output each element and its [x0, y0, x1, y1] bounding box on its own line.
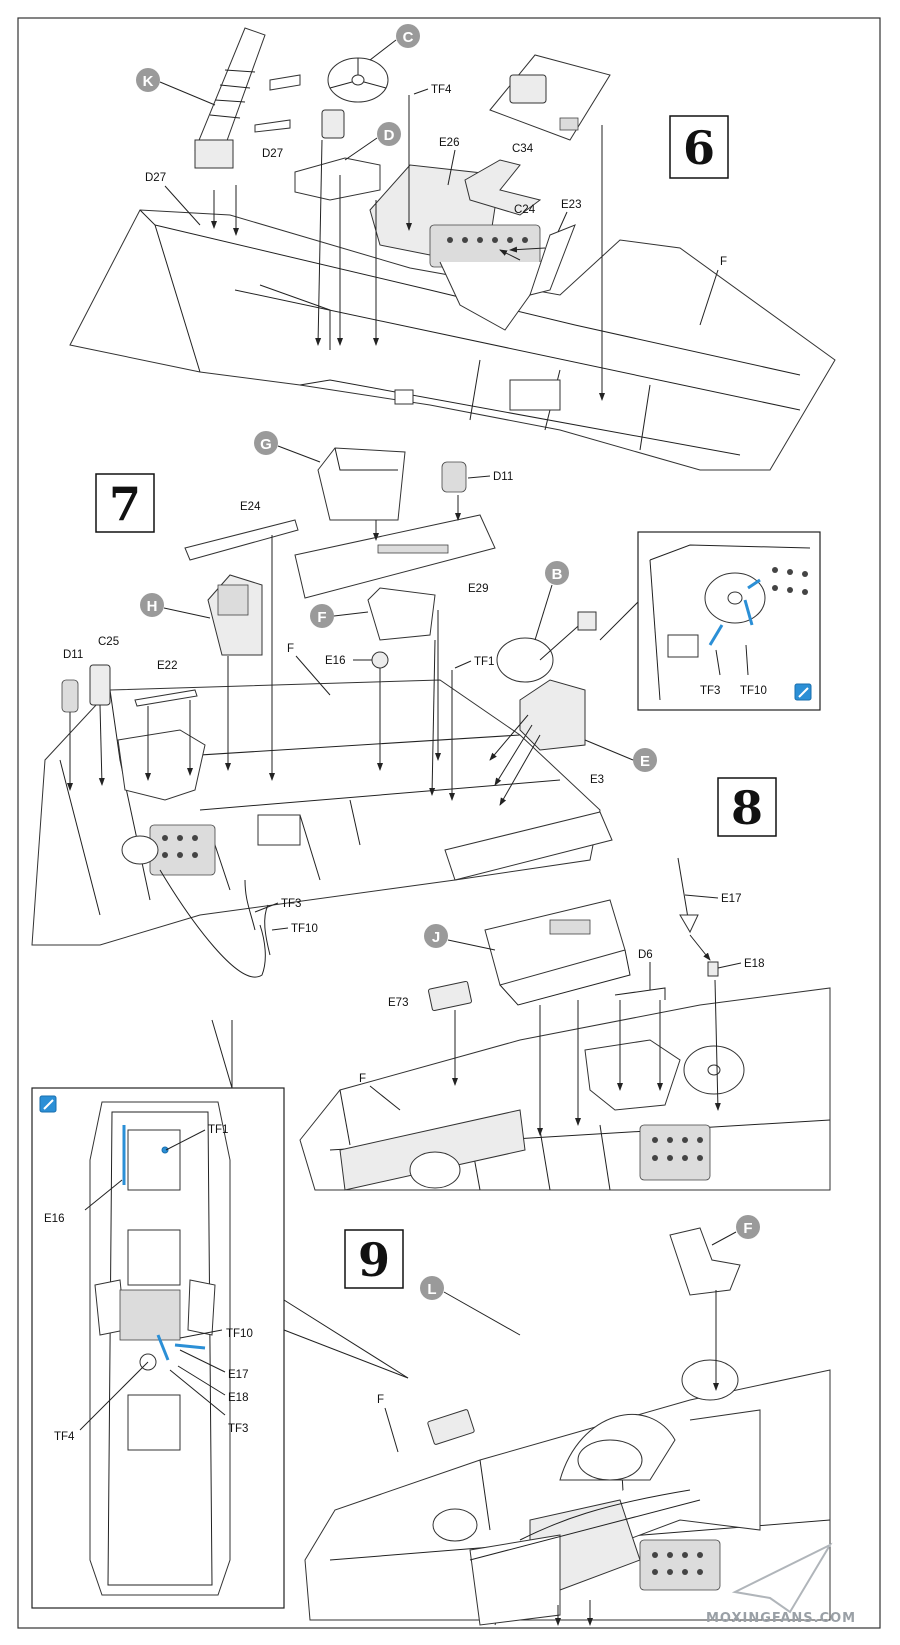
part-label: E18 [744, 958, 764, 970]
callout-circle-F [310, 604, 334, 628]
callout-circle-E [633, 748, 657, 772]
callout-circle-G [254, 431, 278, 455]
callout-letter: L [427, 1281, 436, 1298]
callout-circle-H [140, 593, 164, 617]
callout-circle-F [736, 1215, 760, 1239]
part-label: D6 [638, 949, 653, 961]
part-label: TF4 [54, 1431, 75, 1443]
part-label: E16 [325, 655, 345, 667]
step-number-6: 6 [683, 121, 715, 175]
part-label: F [720, 256, 727, 268]
part-label: E17 [721, 893, 741, 905]
callout-letter: J [432, 929, 440, 946]
callout-letter: C [403, 29, 414, 46]
step-8-labels: 8 J E17 E18 D6 E73 F [359, 777, 777, 1111]
part-label: D27 [145, 172, 166, 184]
step-number-9: 9 [358, 1233, 390, 1287]
part-label: TF3 [228, 1423, 248, 1435]
step-8-box [717, 777, 777, 837]
callout-letter: F [743, 1220, 752, 1237]
part-label: TF3 [281, 898, 301, 910]
step-7-diagram [31, 447, 641, 978]
watermark-logo-icon [731, 1542, 833, 1614]
callout-circle-K [136, 68, 160, 92]
part-label: F [287, 643, 294, 655]
part-label: TF1 [208, 1124, 228, 1136]
step-number-7: 7 [109, 477, 141, 531]
part-label: E17 [228, 1369, 248, 1381]
step-9-box [344, 1229, 404, 1289]
callout-circle-L [420, 1276, 444, 1300]
part-label: E16 [44, 1213, 64, 1225]
overview-plan-view: TF1 E16 TF10 E17 E18 TF4 TF3 [31, 1019, 409, 1609]
part-label: E22 [157, 660, 177, 672]
part-label: E3 [590, 774, 604, 786]
step-9-diagram [304, 1227, 831, 1626]
callout-letter: G [260, 436, 272, 453]
part-label: E23 [561, 199, 581, 211]
step-6-labels: K C D TF4 D27 E26 C34 D27 C24 E23 F 6 [136, 24, 729, 326]
part-label: F [377, 1394, 384, 1406]
part-label: E29 [468, 583, 488, 595]
callout-circle-J [424, 924, 448, 948]
step-7-detail-box: TF3 TF10 [637, 531, 821, 711]
watermark-text: MOXINGFANS.COM [706, 1611, 856, 1626]
part-label: E26 [439, 137, 459, 149]
part-label: D11 [493, 471, 513, 483]
step-9-labels: 9 F L F [344, 1215, 760, 1453]
part-label: C25 [98, 636, 119, 648]
callout-letter: H [147, 598, 158, 615]
part-label: TF3 [700, 685, 720, 697]
callout-circle-B [545, 561, 569, 585]
step-number-8: 8 [731, 781, 763, 835]
callout-circle-C [396, 24, 420, 48]
callout-circle-D [377, 122, 401, 146]
part-label: C34 [512, 143, 534, 155]
callout-letter: K [143, 73, 154, 90]
step-6-diagram [69, 27, 836, 471]
step-6-box [669, 115, 729, 179]
callout-letter: D [384, 127, 395, 144]
callout-letter: B [552, 566, 563, 583]
watermark: MOXINGFANS.COM [706, 1542, 856, 1626]
part-label: TF1 [474, 656, 494, 668]
part-label: C24 [514, 204, 536, 216]
part-label: D11 [63, 649, 83, 661]
callout-letter: F [317, 609, 326, 626]
part-label: TF10 [740, 685, 767, 697]
part-label: E24 [240, 501, 261, 513]
step-7-box [95, 473, 155, 533]
part-label: D27 [262, 148, 283, 160]
part-label: E18 [228, 1392, 248, 1404]
step-7-labels: 7 G B H F E E24 D11 E29 D11 C25 E22 F E1… [63, 431, 657, 935]
callout-letter: E [640, 753, 650, 770]
part-label: TF10 [226, 1328, 253, 1340]
part-label: TF4 [431, 84, 452, 96]
part-label: F [359, 1073, 366, 1085]
step-8-diagram [299, 857, 831, 1191]
part-label: TF10 [291, 923, 318, 935]
part-label: E73 [388, 997, 408, 1009]
page-border [17, 17, 881, 1629]
